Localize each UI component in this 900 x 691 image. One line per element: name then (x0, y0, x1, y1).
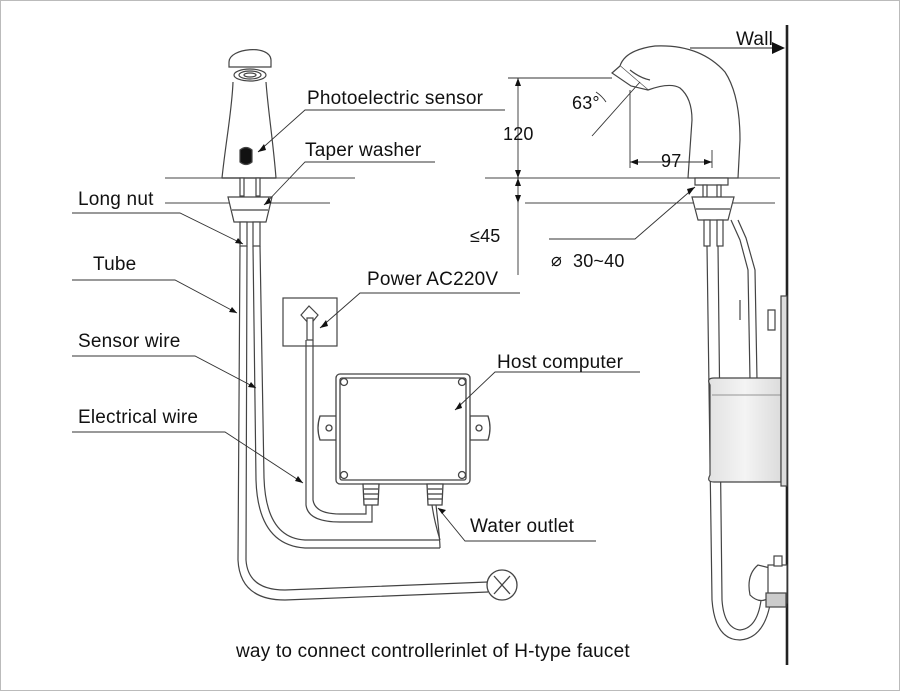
right-inlet-valve (748, 555, 788, 608)
host-computer-box (317, 373, 491, 506)
leader-lines (72, 109, 640, 542)
wall-label: Wall (736, 29, 774, 50)
host-computer-label: Host computer (497, 352, 624, 373)
leader-arrowheads (229, 144, 462, 514)
power-socket (282, 297, 338, 347)
dimension-lines (508, 77, 713, 275)
taper-washer-label: Taper washer (305, 140, 422, 161)
diameter-symbol: ⌀ (551, 250, 563, 270)
power-cable (305, 340, 373, 523)
tube-label: Tube (93, 254, 137, 275)
water-outlet-label: Water outlet (470, 516, 575, 537)
dimension-arrowheads (515, 78, 712, 203)
power-label: Power AC220V (367, 269, 499, 290)
left-taper-washer (227, 177, 273, 247)
sensor-wire-label: Sensor wire (78, 331, 181, 352)
right-countertop (485, 177, 780, 204)
inlet-valve (486, 569, 518, 601)
hole-diameter-dimension: 30~40 (573, 251, 625, 271)
right-faucet (611, 45, 741, 186)
electrical-wire-label: Electrical wire (78, 407, 199, 428)
thickness-dimension: ≤45 (470, 226, 501, 246)
left-hoses (237, 245, 489, 601)
left-faucet (221, 49, 277, 179)
height-dimension: 120 (503, 124, 534, 144)
photoelectric-sensor-label: Photoelectric sensor (307, 88, 484, 109)
diagram-caption: way to connect controllerinlet of H-type… (236, 641, 630, 662)
right-host-box (708, 295, 788, 487)
right-hoses (706, 219, 776, 641)
right-washer (691, 184, 735, 247)
angle-dimension: 63° (572, 93, 600, 113)
sensor-window (239, 146, 253, 166)
reach-dimension: 97 (661, 151, 682, 171)
long-nut-label: Long nut (78, 189, 154, 210)
